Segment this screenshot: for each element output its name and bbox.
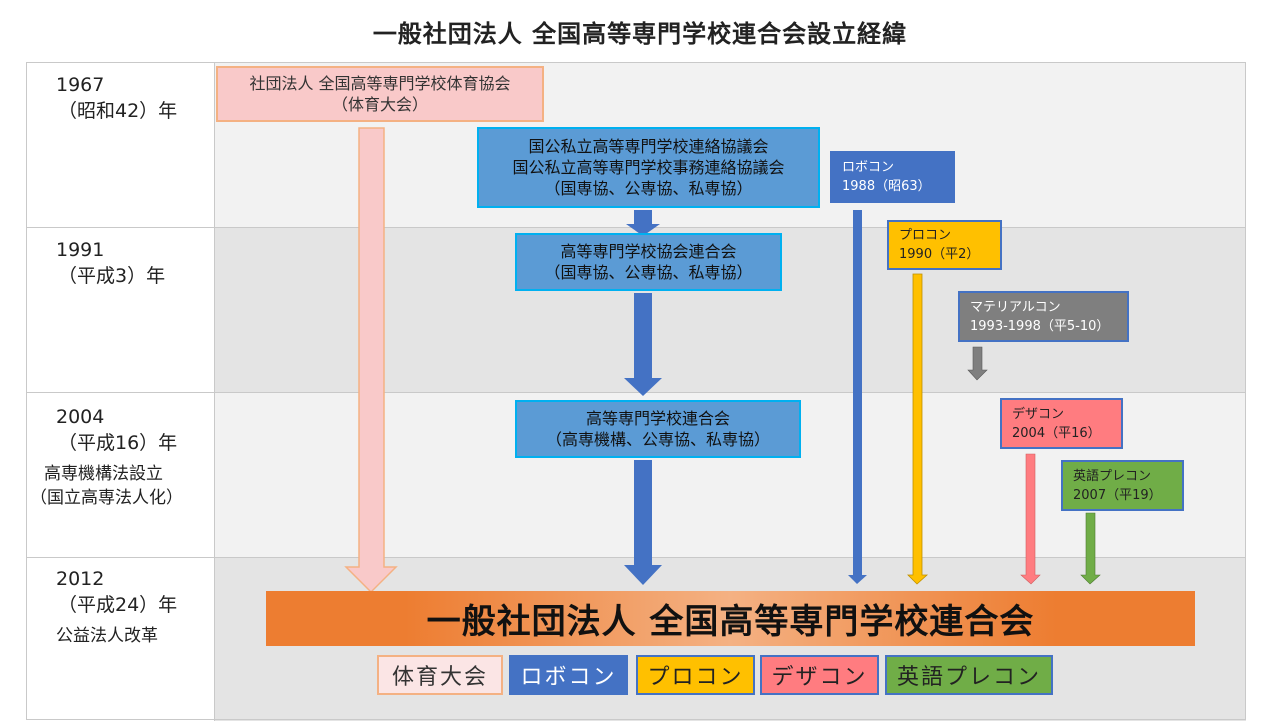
liaison-council-box: 国公私立高等専門学校連絡協議会 国公私立高等専門学校事務連絡協議会 （国専協、公… bbox=[477, 127, 820, 208]
year-2004: 2004 bbox=[56, 406, 105, 428]
procon-name: プロコン bbox=[899, 228, 952, 243]
liaison-council-line3: （国専協、公専協、私専協） bbox=[544, 179, 753, 198]
tag-sports-festival: 体育大会 bbox=[377, 655, 503, 695]
robocon-year: 1988（昭63） bbox=[842, 179, 931, 194]
design-arrow bbox=[1020, 453, 1041, 585]
tag-designcon: デザコン bbox=[760, 655, 879, 695]
tag-procon: プロコン bbox=[636, 655, 755, 695]
note-kosen-agency: 高専機構法設立 bbox=[44, 464, 163, 484]
sports-association-box: 社団法人 全国高等専門学校体育協会 （体育大会） bbox=[216, 66, 544, 122]
material-arrow bbox=[967, 346, 988, 381]
year-1991: 1991 bbox=[56, 239, 105, 261]
kosen-federation-box: 高等専門学校連合会 （高専機構、公専協、私専協） bbox=[515, 400, 801, 458]
liaison-council-line2: 国公私立高等専門学校事務連絡協議会 bbox=[512, 158, 785, 177]
robocon-arrow bbox=[848, 210, 867, 584]
english-precon-name: 英語プレコン bbox=[1073, 468, 1152, 484]
tag-robocon: ロボコン bbox=[509, 655, 628, 695]
final-organization-bar: 一般社団法人 全国高等専門学校連合会 bbox=[266, 591, 1195, 646]
liaison-council-line1: 国公私立高等専門学校連絡協議会 bbox=[528, 137, 769, 156]
liaison-to-fed-arrow bbox=[626, 210, 660, 236]
materialcon-name: マテリアルコン bbox=[970, 299, 1061, 315]
era-2012: （平成24）年 bbox=[58, 594, 178, 616]
procon-year: 1990（平2） bbox=[899, 247, 980, 262]
era-1967: （昭和42）年 bbox=[58, 100, 178, 122]
materialcon-box: マテリアルコン 1993-1998（平5-10） bbox=[958, 291, 1129, 342]
diagram-title: 一般社団法人 全国高等専門学校連合会設立経緯 bbox=[372, 20, 908, 48]
fed-to-kosen-fed-arrow bbox=[624, 293, 662, 396]
sports-assoc-arrow bbox=[344, 127, 398, 594]
year-2012: 2012 bbox=[56, 568, 105, 590]
association-federation-name: 高等専門学校協会連合会 bbox=[560, 242, 737, 261]
era-1991: （平成3）年 bbox=[58, 265, 166, 287]
robocon-box: ロボコン 1988（昭63） bbox=[830, 151, 955, 203]
procon-arrow bbox=[907, 273, 929, 585]
note-national-kosen: （国立高専法人化） bbox=[30, 488, 183, 508]
designcon-name: デザコン bbox=[1012, 406, 1065, 422]
kosen-federation-name: 高等専門学校連合会 bbox=[585, 409, 730, 428]
era-2004: （平成16）年 bbox=[58, 432, 178, 454]
year-1967: 1967 bbox=[56, 74, 105, 96]
tag-english-precon: 英語プレコン bbox=[885, 655, 1053, 695]
procon-box: プロコン 1990（平2） bbox=[887, 220, 1002, 270]
sports-association-name: 社団法人 全国高等専門学校体育協会 bbox=[249, 74, 511, 93]
association-federation-members: （国専協、公専協、私専協） bbox=[544, 263, 753, 282]
kosen-federation-members: （高専機構、公専協、私専協） bbox=[545, 430, 770, 449]
designcon-year: 2004（平16） bbox=[1012, 425, 1101, 441]
robocon-name: ロボコン bbox=[842, 160, 895, 175]
designcon-box: デザコン 2004（平16） bbox=[1000, 398, 1123, 449]
materialcon-year: 1993-1998（平5-10） bbox=[970, 318, 1110, 334]
association-federation-box: 高等専門学校協会連合会 （国専協、公専協、私専協） bbox=[515, 233, 782, 291]
kosen-fed-to-final-arrow bbox=[624, 460, 662, 585]
note-public-interest-reform: 公益法人改革 bbox=[56, 626, 158, 646]
english-precon-year: 2007（平19） bbox=[1073, 487, 1162, 503]
english-precon-box: 英語プレコン 2007（平19） bbox=[1061, 460, 1184, 511]
sports-association-event: （体育大会） bbox=[331, 95, 428, 114]
english-arrow bbox=[1080, 512, 1101, 585]
